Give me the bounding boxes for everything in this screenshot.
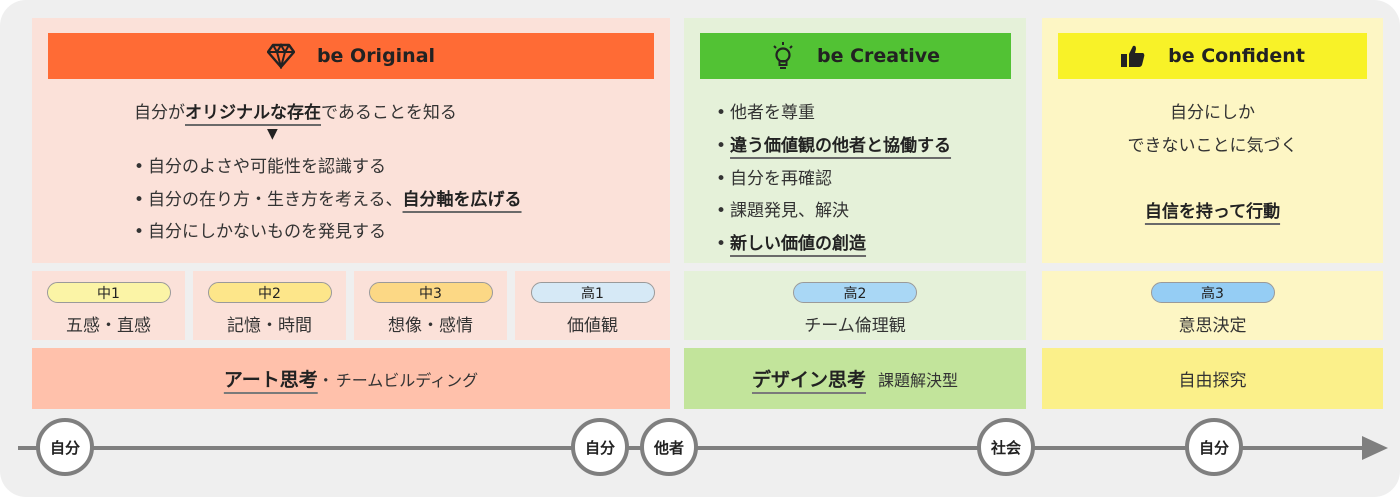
- axis-node-self-mid: 自分: [571, 418, 629, 476]
- creative-thinking-bar: デザイン思考 課題解決型: [684, 348, 1026, 409]
- problem-solving-label: 課題解決型: [878, 370, 959, 390]
- diamond-icon: [266, 43, 295, 69]
- creative-title: be Creative: [817, 45, 940, 67]
- grade-cell-ko3: 高3 意思決定: [1042, 271, 1383, 340]
- confident-banner: be Confident: [1058, 33, 1367, 79]
- thumbs-up-icon: [1120, 43, 1146, 69]
- original-bullet-3: 自分にしかないものを発見する: [134, 217, 386, 242]
- grade-cell-label: 記憶・時間: [227, 316, 312, 336]
- original-banner: be Original: [48, 33, 654, 79]
- grade-cell-ko2: 高2 チーム倫理観: [684, 271, 1026, 340]
- design-thinking-label: デザイン思考: [751, 369, 866, 391]
- grade-cell-label: チーム倫理観: [804, 316, 906, 336]
- confident-title: be Confident: [1168, 45, 1305, 67]
- separator-dot: ・: [317, 370, 334, 390]
- grade-pill: 中2: [207, 282, 332, 303]
- grade-cell-chu3: 中3 想像・感情: [354, 271, 507, 340]
- original-bullet-2-emphasis: 自分軸を広げる: [402, 190, 522, 210]
- grade-cell-chu1: 中1 五感・直感: [32, 271, 185, 340]
- axis-node-self-end: 自分: [1185, 418, 1243, 476]
- lightbulb-icon: [771, 41, 795, 71]
- creative-banner: be Creative: [700, 33, 1011, 79]
- free-inquiry-label: 自由探究: [1178, 371, 1247, 391]
- axis-node-society: 社会: [977, 418, 1035, 476]
- axis-node-others: 他者: [640, 418, 698, 476]
- creative-bullet-5: 新しい価値の創造: [716, 229, 866, 254]
- grade-pill: 高3: [1150, 282, 1275, 303]
- grade-pill: 高2: [793, 282, 917, 303]
- confident-bottom-bar: 自由探究: [1042, 348, 1383, 409]
- grade-pill: 高1: [530, 282, 655, 303]
- original-title: be Original: [316, 45, 436, 67]
- creative-bullet-2: 違う価値観の他者と協働する: [716, 131, 951, 156]
- grade-cell-chu2: 中2 記憶・時間: [193, 271, 346, 340]
- grade-cell-label: 想像・感情: [388, 316, 473, 336]
- confident-line-2: できないことに気づく: [1127, 136, 1298, 156]
- art-thinking-label: アート思考: [223, 369, 318, 391]
- grade-cell-label: 価値観: [567, 316, 618, 336]
- creative-bullet-4: 課題発見、解決: [716, 196, 849, 221]
- grade-cell-ko1: 高1 価値観: [515, 271, 670, 340]
- original-intro-emphasis: オリジナルな存在: [185, 103, 321, 123]
- grade-pill: 中3: [368, 282, 493, 303]
- arrow-head-icon: [1362, 436, 1388, 460]
- creative-bullet-1: 他者を尊重: [716, 98, 815, 123]
- original-bullet-2: 自分の在り方・生き方を考える、自分軸を広げる: [134, 185, 522, 210]
- original-intro: 自分がオリジナルな存在であることを知る: [134, 103, 457, 123]
- original-bullet-1: 自分のよさや可能性を認識する: [134, 152, 386, 177]
- confident-line-3: 自信を持って行動: [1144, 202, 1281, 222]
- original-arrow: ▼: [267, 126, 278, 142]
- confident-line-1: 自分にしか: [1170, 103, 1255, 123]
- grade-cell-label: 意思決定: [1178, 316, 1247, 336]
- team-building-label: チームビルディング: [335, 370, 479, 390]
- grade-cell-label: 五感・直感: [66, 316, 151, 336]
- creative-bullet-3: 自分を再確認: [716, 164, 832, 189]
- grade-pill: 中1: [46, 282, 171, 303]
- axis-node-self-start: 自分: [36, 418, 94, 476]
- original-thinking-bar: アート思考 ・ チームビルディング: [32, 348, 670, 409]
